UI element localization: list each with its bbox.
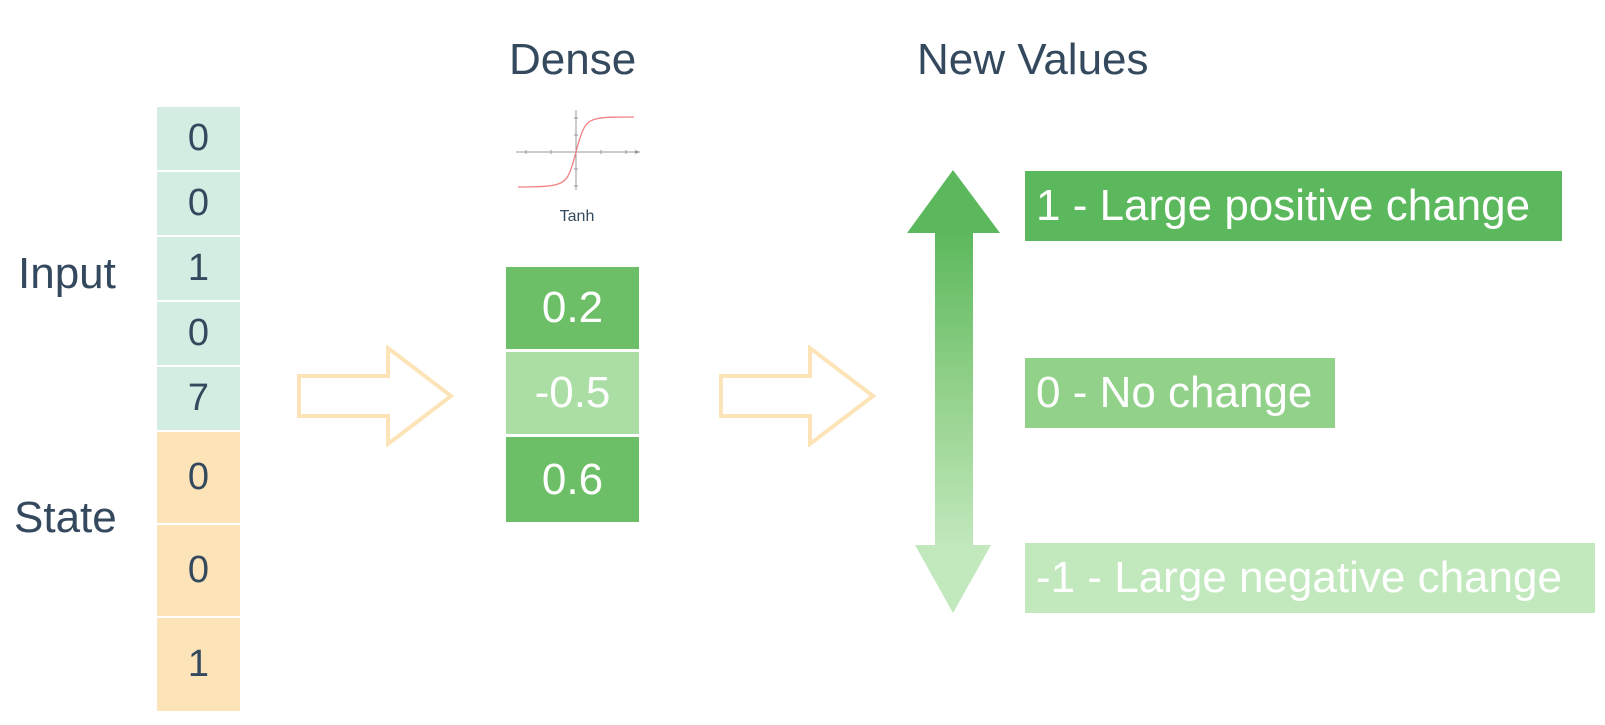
flow-arrow-icon [719,345,876,447]
no-change-box: 0 - No change [1025,358,1335,428]
range-arrow-icon [907,170,1000,613]
large-negative-change-box: -1 - Large negative change [1025,543,1595,613]
state-label: State [14,493,117,542]
dense-output-cell: 0.6 [506,437,639,522]
state-cell: 1 [157,618,240,711]
input-cell: 0 [157,107,240,172]
flow-arrow-icon [297,345,454,447]
new-values-heading: New Values [917,35,1149,84]
dense-heading: Dense [509,35,637,84]
state-cell: 0 [157,525,240,618]
input-cell: 0 [157,302,240,367]
dense-output-cell: 0.2 [506,267,639,352]
activation-label: Tanh [559,208,595,225]
input-cell: 0 [157,172,240,237]
large-positive-change-box: 1 - Large positive change [1025,171,1562,241]
dense-output-vector: 0.2 -0.5 0.6 [506,267,639,522]
input-cell: 1 [157,237,240,302]
dense-output-cell: -0.5 [506,352,639,437]
tanh-plot: Tanh [512,108,642,228]
tanh-curve-icon [516,110,640,190]
input-state-vector: 0 0 1 0 7 0 0 1 [157,107,240,711]
state-cell: 0 [157,432,240,525]
input-cell: 7 [157,367,240,432]
input-label: Input [18,249,116,298]
